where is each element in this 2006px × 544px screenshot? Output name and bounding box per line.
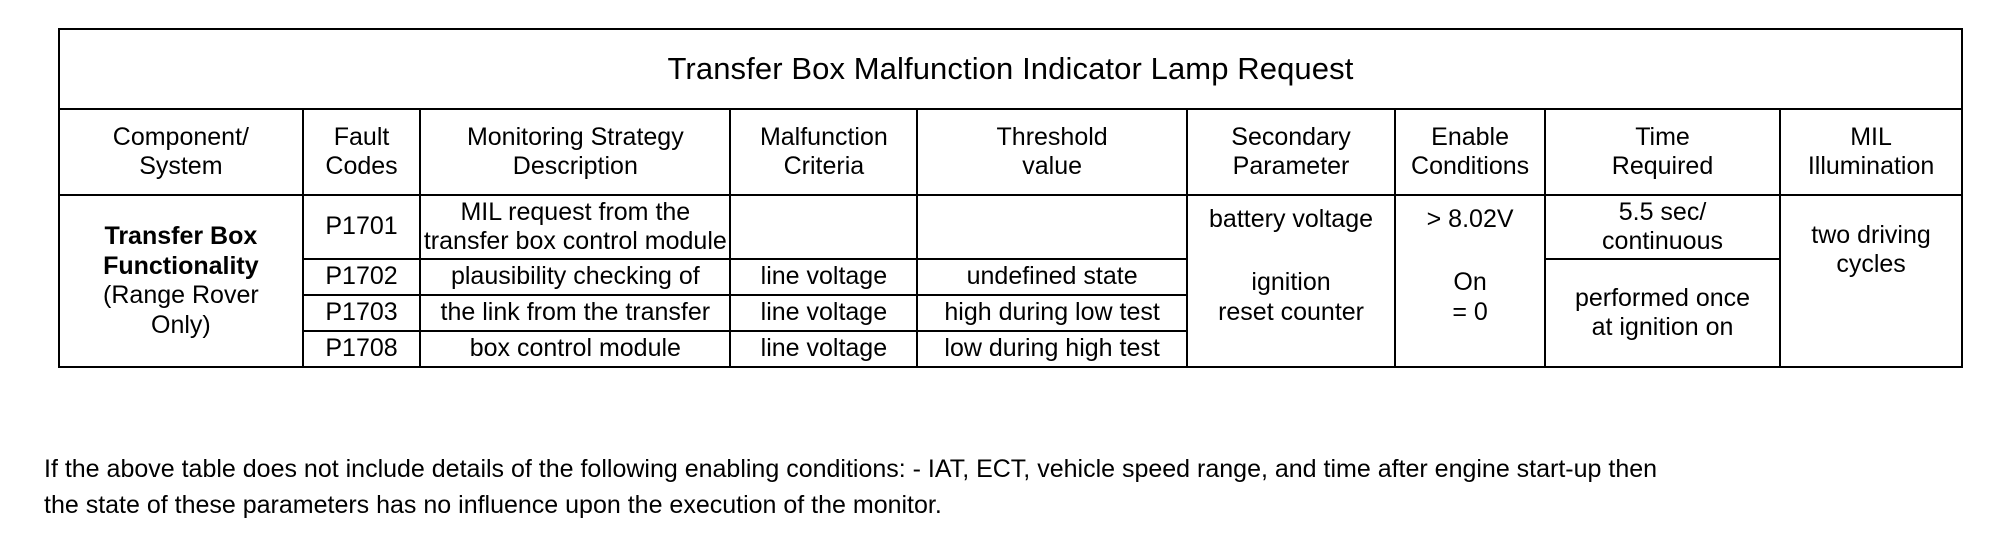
cell-fault-code-p1708: P1708 (301, 330, 422, 368)
header-secondary-parameter-line2: Parameter (1232, 152, 1350, 180)
cell-threshold-value-p1708: low during high test (916, 330, 1188, 368)
header-malfunction-criteria: Malfunction Criteria (729, 108, 919, 196)
table-header-row: Component/ System Fault Codes Monitoring… (58, 108, 1963, 196)
header-monitoring-strategy-line1: Monitoring Strategy (466, 122, 684, 151)
enable-conditions-top: > 8.02V (1426, 204, 1514, 233)
cell-fault-code-p1703: P1703 (301, 294, 422, 332)
table-title-row: Transfer Box Malfunction Indicator Lamp … (58, 28, 1963, 110)
cell-malfunction-criteria-p1703: line voltage (729, 294, 919, 332)
monitoring-p1701-line1: MIL request from the (460, 197, 691, 226)
cell-enable-conditions: > 8.02V On = 0 (1394, 194, 1546, 368)
cell-time-required-top: 5.5 sec/ continuous (1543, 194, 1782, 260)
component-system-normal-line2: Only) (151, 310, 211, 339)
time-required-bottom-line2: at ignition on (1591, 313, 1734, 341)
header-fault-codes-line2: Codes (325, 152, 398, 180)
header-fault-codes: Fault Codes (301, 108, 422, 196)
cell-monitoring-p1703: the link from the transfer (419, 294, 732, 332)
enable-conditions-bottom-line1: On (1453, 268, 1487, 297)
mil-illumination-line1: two driving (1811, 220, 1931, 249)
component-system-normal-line1: (Range Rover (103, 281, 259, 309)
time-required-bottom-line1: performed once (1574, 283, 1751, 312)
header-enable-conditions-line1: Enable (1431, 122, 1510, 151)
component-system-bold-line1: Transfer Box (104, 222, 258, 250)
header-monitoring-strategy-line2: Description (512, 152, 638, 180)
cell-threshold-value-p1703: high during low test (916, 294, 1188, 332)
header-secondary-parameter: Secondary Parameter (1185, 108, 1397, 196)
table-row: P1702 plausibility checking of line volt… (59, 258, 1962, 368)
header-threshold-value-line1: Threshold (996, 122, 1108, 151)
footnote-line2: the state of these parameters has no inf… (44, 490, 942, 519)
header-threshold-value-line2: value (1022, 152, 1082, 180)
header-malfunction-criteria-line2: Criteria (783, 152, 865, 180)
component-system-bold-line2: Functionality (103, 251, 259, 280)
cell-threshold-value-p1702: undefined state (916, 258, 1188, 296)
cell-fault-code-p1701: P1701 (301, 194, 422, 260)
secondary-parameter-bottom-line2: reset counter (1218, 297, 1364, 326)
cell-fault-code-p1702: P1702 (301, 258, 422, 296)
header-time-required-line2: Required (1611, 152, 1714, 180)
cell-secondary-parameter: battery voltage ignition reset counter (1185, 194, 1397, 368)
header-component-system: Component/ System (58, 108, 304, 196)
header-threshold-value: Threshold value (916, 108, 1188, 196)
cell-time-required-bottom: performed once at ignition on (1543, 258, 1782, 368)
cell-threshold-value-p1701 (916, 194, 1188, 260)
header-enable-conditions: Enable Conditions (1394, 108, 1546, 196)
header-fault-codes-line1: Fault (333, 122, 390, 151)
header-time-required-line1: Time (1635, 122, 1690, 151)
table-row: P1708 box control module line voltage lo… (59, 330, 1962, 368)
cell-monitoring-p1708: box control module (419, 330, 732, 368)
header-time-required: Time Required (1543, 108, 1782, 196)
table-title: Transfer Box Malfunction Indicator Lamp … (58, 28, 1963, 110)
cell-mil-illumination: two driving cycles (1779, 194, 1963, 368)
mil-request-table-container: Transfer Box Malfunction Indicator Lamp … (58, 28, 1963, 368)
mil-request-table: Transfer Box Malfunction Indicator Lamp … (58, 28, 1963, 368)
cell-monitoring-p1702: plausibility checking of (419, 258, 732, 296)
header-malfunction-criteria-line1: Malfunction (759, 122, 888, 151)
time-required-top-line1: 5.5 sec/ (1618, 197, 1707, 226)
table-row: Transfer Box Functionality (Range Rover … (58, 194, 1963, 368)
header-enable-conditions-line2: Conditions (1411, 152, 1530, 180)
cell-component-system: Transfer Box Functionality (Range Rover … (58, 194, 304, 368)
cell-malfunction-criteria-p1708: line voltage (729, 330, 919, 368)
header-monitoring-strategy-description: Monitoring Strategy Description (419, 108, 732, 196)
header-component-system-line2: System (139, 152, 223, 180)
secondary-parameter-top: battery voltage (1209, 204, 1374, 233)
cell-malfunction-criteria-p1701 (729, 194, 919, 260)
header-component-system-line1: Component/ (112, 122, 249, 151)
enable-conditions-bottom-line2: = 0 (1452, 297, 1488, 326)
mil-illumination-line2: cycles (1836, 250, 1906, 278)
secondary-parameter-bottom-line1: ignition (1251, 268, 1331, 297)
footnote: If the above table does not include deta… (44, 452, 1934, 523)
header-secondary-parameter-line1: Secondary (1231, 122, 1351, 151)
footnote-line1: If the above table does not include deta… (44, 455, 1658, 483)
header-mil-illumination-line1: MIL (1850, 122, 1892, 151)
cell-monitoring-p1701: MIL request from the transfer box contro… (419, 194, 732, 260)
table-row: P1703 the link from the transfer line vo… (59, 294, 1962, 332)
header-mil-illumination-line2: Illumination (1807, 152, 1935, 180)
time-required-top-line2: continuous (1602, 227, 1723, 255)
monitoring-p1701-line2: transfer box control module (423, 227, 727, 255)
header-mil-illumination: MIL Illumination (1779, 108, 1963, 196)
cell-malfunction-criteria-p1702: line voltage (729, 258, 919, 296)
